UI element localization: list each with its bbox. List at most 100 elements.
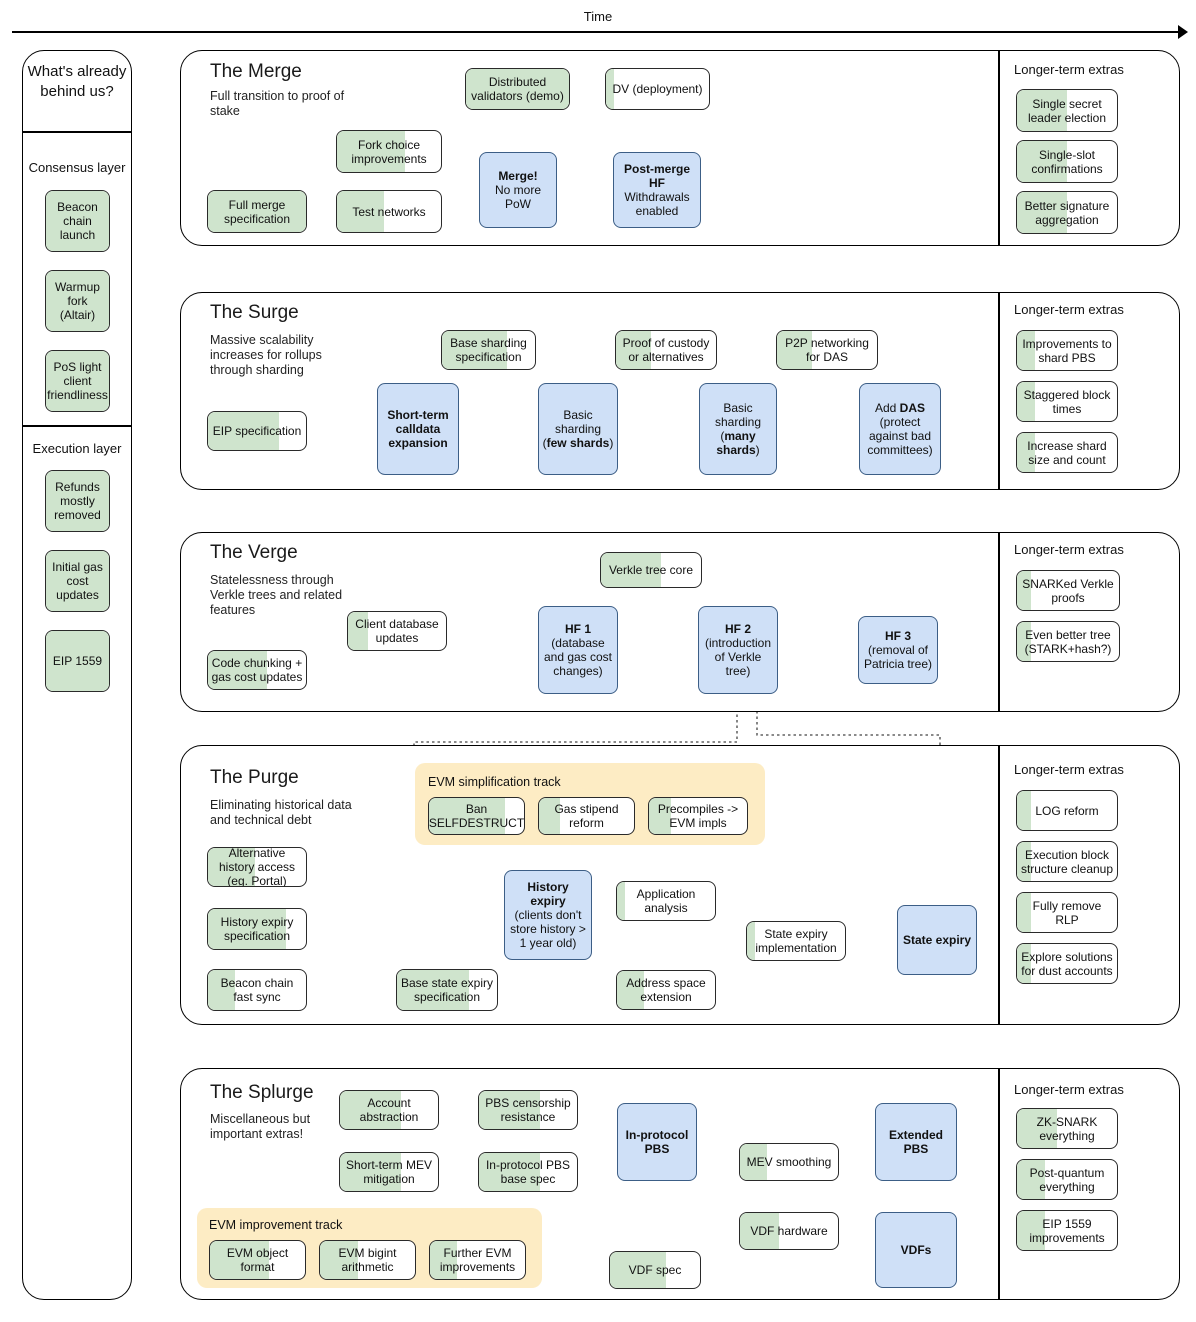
sidebar-item-warmup-fork-altair[interactable]: Warmup fork (Altair) — [45, 270, 110, 332]
node-evm-object-format[interactable]: EVM object format — [209, 1240, 306, 1280]
extra-single-slot-confirmations[interactable]: Single-slot confirmations — [1016, 140, 1118, 183]
node-alternative-history-access[interactable]: Alternative history access (eg. Portal) — [207, 847, 307, 887]
phase-subtitle-surge: Massive scalability increases for rollup… — [210, 333, 322, 377]
node-short-term-mev-mitigation[interactable]: Short-term MEV mitigation — [339, 1152, 439, 1192]
node-client-database-updates[interactable]: Client database updates — [347, 611, 447, 651]
node-account-abstraction[interactable]: Account abstraction — [339, 1090, 439, 1130]
progress-fill — [747, 922, 755, 960]
node-label: Warmup fork (Altair) — [55, 280, 100, 322]
extra-eip-1559-improvements[interactable]: EIP 1559 improvements — [1016, 1210, 1118, 1251]
sidebar-item-refunds-mostly-removed[interactable]: Refunds mostly removed — [45, 470, 110, 532]
extra-increase-shard-size-and-count[interactable]: Increase shard size and count — [1016, 432, 1118, 473]
node-distributed-validators-demo[interactable]: Distributed validators (demo) — [465, 68, 570, 110]
progress-fill — [430, 1241, 457, 1279]
extra-execution-block-structure-cleanup[interactable]: Execution block structure cleanup — [1016, 841, 1118, 882]
sidebar-item-beacon-chain-launch[interactable]: Beacon chain launch — [45, 190, 110, 252]
node-precompiles-to-evm-impls[interactable]: Precompiles -> EVM impls — [648, 797, 748, 835]
node-in-protocol-pbs-base-spec[interactable]: In-protocol PBS base spec — [478, 1152, 578, 1192]
progress-fill — [1017, 893, 1031, 932]
node-label: Beacon chain launch — [57, 200, 98, 242]
extra-better-signature-aggregation[interactable]: Better signature aggregation — [1016, 191, 1118, 234]
node-eip-specification[interactable]: EIP specification — [207, 411, 307, 451]
node-dv-deployment[interactable]: DV (deployment) — [605, 68, 710, 110]
node-state-expiry[interactable]: State expiry — [897, 905, 977, 975]
extra-fully-remove-rlp[interactable]: Fully remove RLP — [1016, 892, 1118, 933]
node-label: Ban SELFDESTRUCT — [428, 802, 525, 830]
node-label: ZK-SNARK everything — [1036, 1114, 1098, 1143]
node-full-merge-specification[interactable]: Full merge specification — [207, 190, 307, 233]
node-vdfs[interactable]: VDFs — [875, 1212, 957, 1288]
node-proof-of-custody-or-alternatives[interactable]: Proof of custody or alternatives — [615, 330, 717, 370]
extra-post-quantum-everything[interactable]: Post-quantum everything — [1016, 1159, 1118, 1200]
node-beacon-chain-fast-sync[interactable]: Beacon chain fast sync — [207, 969, 307, 1011]
node-label: Test networks — [352, 204, 426, 219]
sidebar-item-initial-gas-cost-updates[interactable]: Initial gas cost updates — [45, 550, 110, 612]
node-label: Base sharding specification — [450, 336, 527, 364]
extra-explore-solutions-for-dust-accounts[interactable]: Explore solutions for dust accounts — [1016, 943, 1118, 984]
progress-fill — [1017, 331, 1035, 370]
node-test-networks[interactable]: Test networks — [336, 190, 442, 233]
node-application-analysis[interactable]: Application analysis — [616, 881, 716, 921]
sidebar-section-consensus-layer: Consensus layer — [28, 160, 126, 175]
node-label: Base state expiry specification — [400, 976, 494, 1004]
phase-purge-extras-divider — [998, 745, 1000, 1025]
sidebar-divider-1 — [22, 131, 132, 133]
progress-fill — [1017, 90, 1067, 131]
node-address-space-extension[interactable]: Address space extension — [616, 970, 716, 1010]
progress-fill — [606, 69, 615, 109]
progress-fill — [777, 331, 812, 369]
progress-fill — [617, 882, 625, 920]
node-label: Address space extension — [626, 976, 706, 1004]
progress-fill — [740, 1144, 768, 1180]
extras-title-merge: Longer-term extras — [1014, 62, 1124, 77]
extra-zk-snark-everything[interactable]: ZK-SNARK everything — [1016, 1108, 1118, 1149]
node-gas-stipend-reform[interactable]: Gas stipend reform — [538, 797, 635, 835]
node-p2p-networking-for-das[interactable]: P2P networking for DAS — [776, 330, 878, 370]
extra-even-better-tree[interactable]: Even better tree (STARK+hash?) — [1016, 621, 1120, 662]
progress-fill — [1017, 1109, 1057, 1148]
node-vdf-spec[interactable]: VDF spec — [609, 1251, 701, 1289]
node-label: History expiry specification — [220, 915, 294, 943]
extra-log-reform[interactable]: LOG reform — [1016, 790, 1118, 831]
extra-staggered-block-times[interactable]: Staggered block times — [1016, 381, 1118, 422]
node-evm-bigint-arithmetic[interactable]: EVM bigint arithmetic — [319, 1240, 416, 1280]
node-pbs-censorship-resistance[interactable]: PBS censorship resistance — [478, 1090, 578, 1130]
node-history-expiry-specification[interactable]: History expiry specification — [207, 908, 307, 950]
node-verkle-tree-core[interactable]: Verkle tree core — [600, 552, 702, 588]
node-label: State expiry implementation — [755, 927, 837, 955]
progress-fill — [320, 1241, 358, 1279]
node-base-sharding-specification[interactable]: Base sharding specification — [441, 330, 536, 370]
node-fork-choice-improvements[interactable]: Fork choice improvements — [336, 130, 442, 173]
sidebar-item-pos-light-client-friendliness[interactable]: PoS light client friendliness — [45, 350, 110, 412]
extra-single-secret-leader-election[interactable]: Single secret leader election — [1016, 89, 1118, 132]
node-vdf-hardware[interactable]: VDF hardware — [739, 1212, 839, 1250]
extra-improvements-to-shard-pbs[interactable]: Improvements to shard PBS — [1016, 330, 1118, 371]
progress-fill — [210, 1241, 269, 1279]
sidebar-item-eip-1559[interactable]: EIP 1559 — [45, 630, 110, 692]
node-ban-selfdestruct[interactable]: Ban SELFDESTRUCT — [428, 797, 525, 835]
node-mev-smoothing[interactable]: MEV smoothing — [739, 1143, 839, 1181]
extra-snarked-verkle-proofs[interactable]: SNARKed Verkle proofs — [1016, 570, 1120, 611]
node-base-state-expiry-specification[interactable]: Base state expiry specification — [396, 969, 498, 1011]
node-code-chunking-gas-cost-updates[interactable]: Code chunking + gas cost updates — [207, 650, 307, 690]
node-label: LOG reform — [1035, 803, 1099, 818]
node-label: State expiry — [902, 933, 972, 947]
node-state-expiry-implementation[interactable]: State expiry implementation — [746, 921, 846, 961]
node-further-evm-improvements[interactable]: Further EVM improvements — [429, 1240, 526, 1280]
node-label: Alternative history access (eg. Portal) — [218, 847, 296, 887]
node-label: Full merge specification — [223, 197, 291, 226]
